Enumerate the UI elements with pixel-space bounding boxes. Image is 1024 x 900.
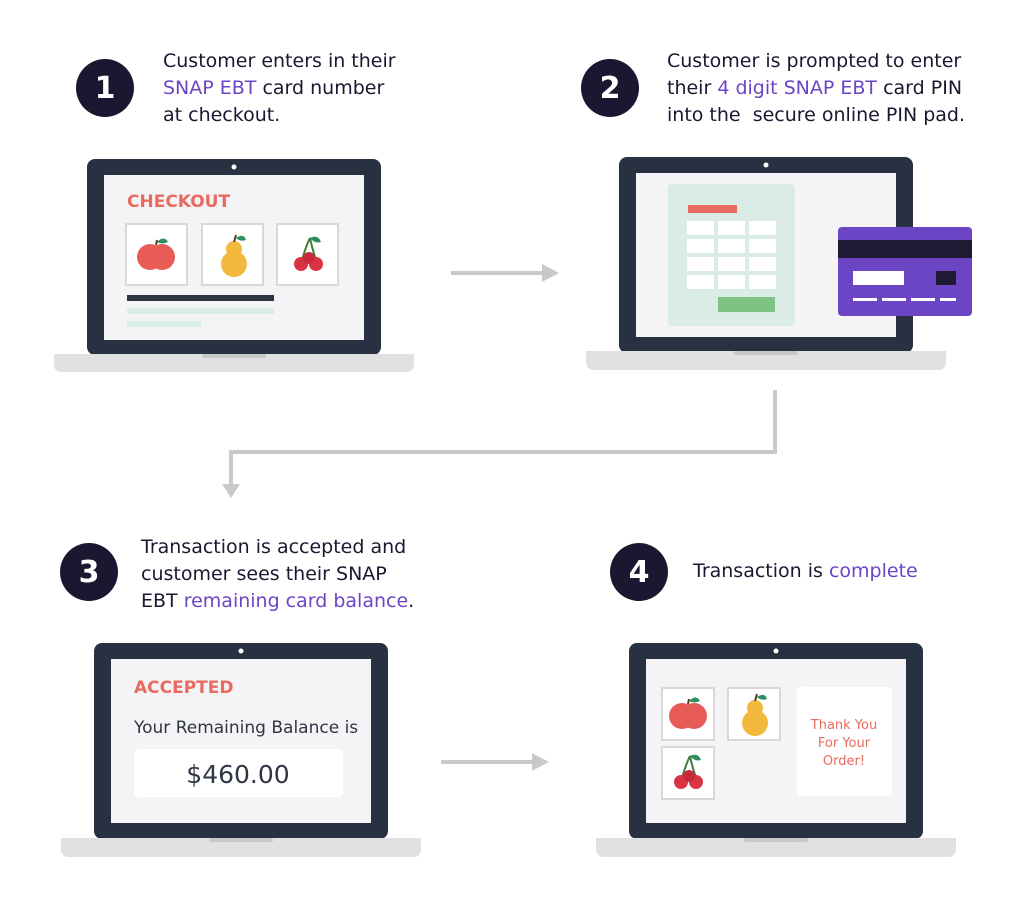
- step-3-text-c: EBT: [141, 590, 178, 612]
- arrow-step3-to-step4: [441, 753, 549, 771]
- accepted-label: ACCEPTED: [134, 678, 234, 698]
- thank-you-line-2: For Your: [818, 736, 871, 751]
- step-2-text-a: Customer is prompted to enter: [667, 50, 962, 72]
- step-2-badge: 2: [581, 59, 639, 117]
- pin-display: [688, 205, 737, 213]
- step-1-text: Customer enters in their SNAP EBT card n…: [163, 48, 463, 129]
- balance-box: [134, 749, 343, 797]
- laptop-4: [596, 643, 956, 857]
- step-1-text-a: Customer enters in their: [163, 50, 396, 72]
- step-1-text-b: SNAP EBT: [163, 77, 257, 99]
- arrow-step1-to-step2: [451, 264, 559, 282]
- checkout-label: CHECKOUT: [127, 192, 230, 212]
- credit-card-icon: [838, 227, 972, 316]
- balance-value: $460.00: [186, 760, 289, 789]
- step-4-text: Transaction is complete: [693, 558, 993, 585]
- pin-pad: [668, 184, 795, 326]
- balance-label: Your Remaining Balance is: [133, 718, 358, 738]
- pin-keys: [687, 221, 776, 289]
- card-number-line: [127, 295, 274, 301]
- step-1-text-d: at checkout.: [163, 104, 281, 126]
- thank-you-card: [797, 687, 892, 796]
- form-line-short: [127, 321, 201, 327]
- step-4-badge: 4: [610, 543, 668, 601]
- step-3-badge: 3: [60, 543, 118, 601]
- step-2-text-d: card PIN: [883, 77, 963, 99]
- step-2-text-e: into the secure online PIN pad.: [667, 104, 966, 126]
- step-1-text-c: card number: [262, 77, 385, 99]
- step-2-text: Customer is prompted to enter their 4 di…: [667, 48, 1017, 129]
- step-1-number: 1: [94, 70, 116, 106]
- arrow-step2-to-step3: [222, 390, 777, 498]
- step-1-badge: 1: [76, 59, 134, 117]
- step-3-text-b: customer sees their SNAP: [141, 563, 387, 585]
- step-4-number: 4: [628, 554, 650, 590]
- step-2-text-c: 4 digit SNAP EBT: [717, 77, 878, 99]
- step-3-text-a: Transaction is accepted and: [141, 536, 407, 558]
- form-line: [127, 308, 274, 314]
- step-2-text-b: their: [667, 77, 712, 99]
- step-3-text-d: remaining card balance: [183, 590, 409, 612]
- pin-submit-key: [718, 297, 775, 312]
- step-2-number: 2: [599, 70, 621, 106]
- step-4-text-b: complete: [828, 560, 918, 582]
- step-3-number: 3: [78, 554, 100, 590]
- thank-you-line-1: Thank You: [810, 718, 877, 733]
- step-4-text-a: Transaction is: [693, 560, 823, 582]
- thank-you-line-3: Order!: [823, 754, 865, 769]
- step-3-text: Transaction is accepted and customer see…: [141, 534, 461, 615]
- step-3-text-e: .: [408, 590, 415, 612]
